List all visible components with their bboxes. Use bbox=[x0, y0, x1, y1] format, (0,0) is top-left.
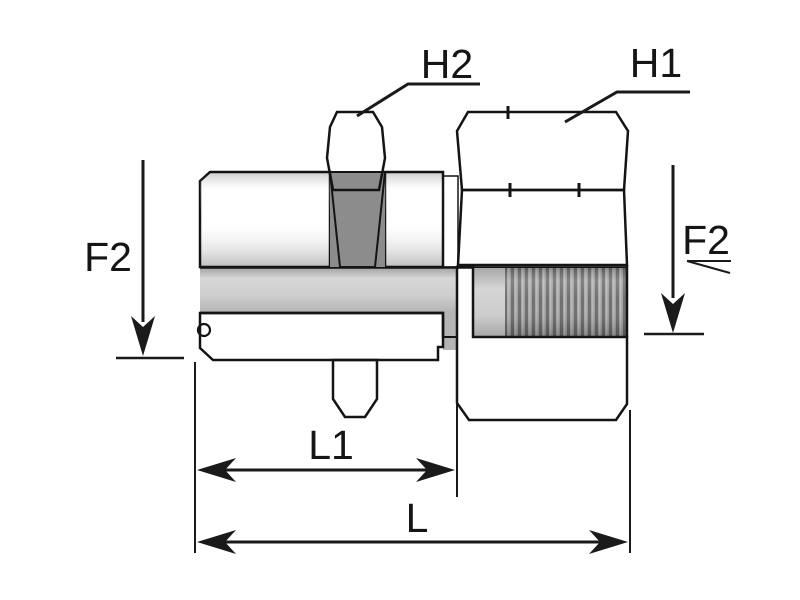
hex-h1-crown bbox=[455, 110, 630, 192]
bore-smooth bbox=[200, 267, 443, 313]
nut-hex-h1 bbox=[455, 106, 630, 422]
female-thread-sheen bbox=[505, 268, 627, 337]
dimension-f2-right: F2 bbox=[644, 165, 731, 336]
hex-h2-flank bbox=[328, 171, 387, 268]
h1-label: H1 bbox=[630, 40, 682, 86]
callout-h2: H2 bbox=[356, 41, 480, 118]
l-arrowhead-right bbox=[589, 530, 628, 554]
dimension-l1: L1 bbox=[194, 362, 458, 553]
male-hatch-region bbox=[198, 311, 445, 362]
hex-h1-face bbox=[456, 188, 629, 267]
male-threaded-section bbox=[198, 170, 445, 269]
l1-label: L1 bbox=[308, 422, 354, 468]
h1-leader-line bbox=[564, 90, 690, 124]
female-bore-lead bbox=[473, 268, 505, 337]
nut-hatch-region bbox=[455, 265, 629, 422]
oring-dot bbox=[196, 322, 212, 338]
f2-right-label: F2 bbox=[682, 217, 730, 263]
male-section-hatch bbox=[196, 311, 445, 362]
hex-h2-tab bbox=[331, 358, 379, 419]
l-arrowhead-left bbox=[197, 530, 236, 554]
callout-h1: H1 bbox=[564, 40, 690, 124]
l1-arrowhead-right bbox=[416, 458, 455, 482]
dimension-f2-left: F2 bbox=[84, 160, 184, 360]
center-bore bbox=[200, 266, 627, 350]
male-thread-sheen bbox=[200, 172, 330, 267]
h2-leader-line bbox=[356, 82, 480, 118]
f2-right-leader-flag bbox=[686, 260, 731, 274]
hex-h2-crown bbox=[325, 110, 387, 192]
dimension-l: L bbox=[197, 410, 631, 554]
bore-step bbox=[443, 267, 458, 350]
l1-arrowhead-left bbox=[197, 458, 236, 482]
male-thread-sheen-2 bbox=[385, 172, 443, 267]
thread-relief-groove bbox=[442, 175, 459, 268]
f2-left-label: F2 bbox=[84, 234, 132, 280]
l-label: L bbox=[406, 495, 429, 541]
locknut-hex-h2 bbox=[325, 110, 387, 419]
f2-right-arrowhead bbox=[661, 293, 685, 333]
h2-label: H2 bbox=[421, 41, 473, 87]
f2-left-arrowhead bbox=[131, 316, 155, 356]
